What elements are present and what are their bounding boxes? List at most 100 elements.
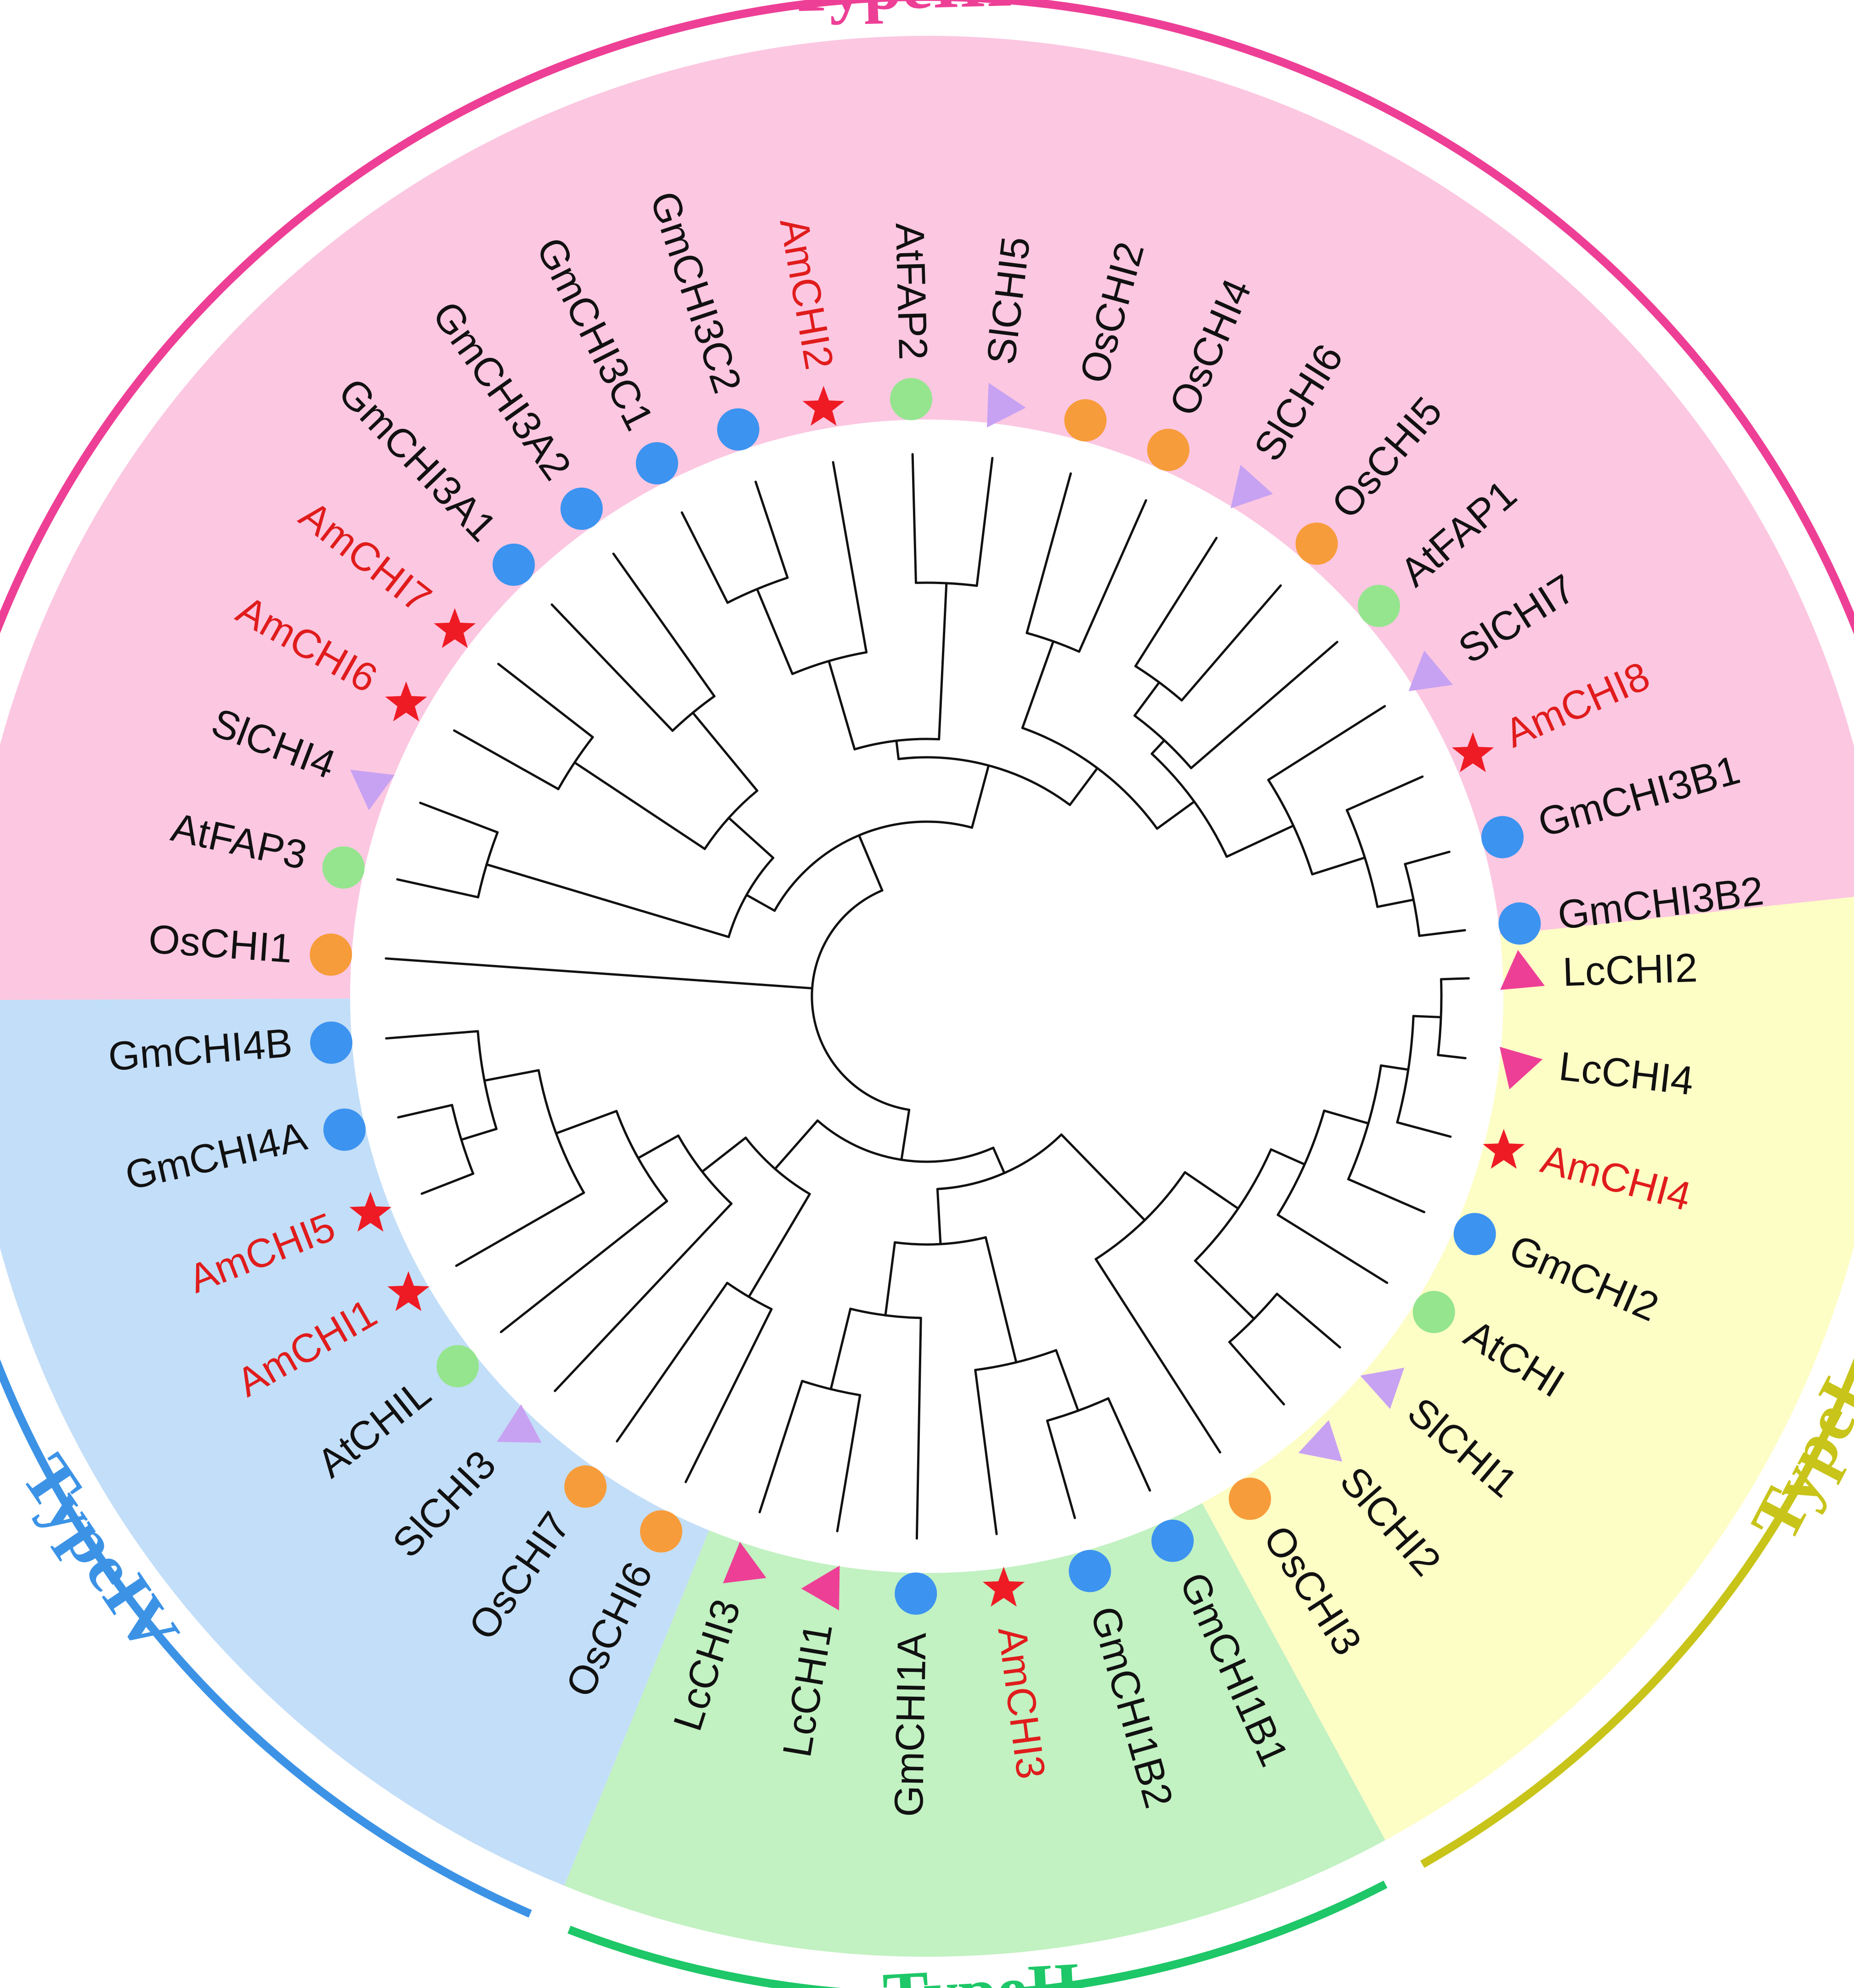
marker-LcCHI4-triangle-icon [1499, 1046, 1543, 1090]
marker-AtFAP3-circle-icon [322, 846, 365, 889]
branch-segment [745, 893, 776, 912]
branch-leaf-LcCHI1 [836, 1394, 862, 1533]
branch-segment [900, 1108, 911, 1161]
branch-leaf-LcCHI4 [1437, 1054, 1467, 1060]
branch-leaf-AtCHIL [499, 1200, 669, 1334]
branch-segment [1376, 898, 1415, 908]
marker-SlCHI4-triangle-icon [350, 769, 395, 811]
branch-leaf-AtCHI [1276, 1214, 1389, 1284]
tree-branch-layer [385, 453, 1470, 1540]
branch-segment [1060, 1133, 1108, 1182]
marker-AtFAP2-circle-icon [890, 378, 932, 420]
branch-leaf-GmCHI4A [397, 1104, 454, 1119]
branch-segment [884, 1241, 896, 1317]
branch-leaf-AtFAP2 [911, 453, 917, 584]
clade-background-type3 [0, 36, 1854, 1000]
group-arc-type3 [0, 0, 1854, 635]
marker-OsCHI6-circle-icon [640, 1510, 682, 1553]
branch-segment [1323, 1109, 1370, 1125]
branch-segment [774, 1119, 819, 1170]
branch-leaf-OsCHI2 [1026, 472, 1072, 634]
marker-GmCHI3B1-circle-icon [1481, 816, 1524, 858]
branch-leaf-AmCHI5 [420, 1172, 475, 1195]
marker-AmCHI2-star-icon [802, 386, 845, 426]
branch-leaf-SlCHI1 [1276, 1292, 1341, 1349]
branch-leaf-SlCHI3 [554, 1202, 733, 1392]
branch-leaf-OsCHI4 [1078, 499, 1147, 653]
clade-background-layer [0, 36, 1854, 1957]
marker-GmCHI3B2-circle-icon [1498, 902, 1541, 945]
branch-leaf-LcCHI3 [758, 1380, 804, 1514]
marker-AtFAP1-circle-icon [1358, 585, 1400, 627]
marker-LcCHI2-triangle-icon [1500, 950, 1545, 990]
marker-GmCHI4B-circle-icon [310, 1021, 352, 1064]
leaf-label-GmCHI1A: GmCHI1A [886, 1632, 935, 1817]
marker-OsCHI3-circle-icon [1229, 1477, 1271, 1520]
marker-LcCHI3-triangle-icon [723, 1542, 766, 1584]
branch-segment [1380, 1064, 1410, 1071]
marker-GmCHI2-circle-icon [1453, 1213, 1496, 1255]
branch-segment [895, 739, 900, 761]
branch-leaf-AmCHI1 [455, 1191, 585, 1267]
branch-segment [970, 764, 990, 829]
marker-AtCHIL-circle-icon [437, 1345, 479, 1387]
branch-leaf-SlCHI6 [1134, 537, 1218, 668]
marker-SlCHI7-triangle-icon [1408, 650, 1453, 692]
branch-segment [756, 588, 794, 675]
group-arc-type2 [567, 1880, 1388, 1988]
marker-OsCHI2-circle-icon [1064, 399, 1107, 442]
branch-segment [748, 1193, 811, 1298]
branch-segment [1055, 1349, 1080, 1412]
marker-GmCHI3C1-circle-icon [635, 442, 678, 485]
marker-SlCHI3-triangle-icon [497, 1404, 542, 1443]
branch-segment [555, 1110, 618, 1135]
marker-SlCHI6-triangle-icon [1230, 465, 1273, 509]
branch-leaf-GmCHI3B2 [1418, 929, 1466, 937]
branch-leaf-GmCHI1B2 [1046, 1420, 1076, 1519]
branch-leaf-OsCHI6 [684, 1308, 773, 1483]
clade-background-type4 [0, 998, 709, 1886]
marker-GmCHI4A-circle-icon [323, 1108, 366, 1151]
branch-leaf-AmCHI7 [497, 663, 594, 738]
marker-OsCHI4-circle-icon [1147, 429, 1190, 471]
branch-leaf-LcCHI2 [1440, 977, 1470, 981]
marker-SlCHI5-triangle-icon [987, 383, 1026, 428]
clade-background-type2 [564, 1503, 1386, 1957]
branch-leaf-AmCHI4 [1396, 1121, 1452, 1138]
marker-GmCHI3A1-circle-icon [493, 543, 535, 586]
clade-background-type1 [1202, 897, 1854, 1840]
branch-segment [938, 582, 948, 741]
branch-segment [1184, 1171, 1240, 1210]
branch-segment [936, 1187, 942, 1245]
branch-segment [637, 1134, 680, 1159]
branch-segment [1194, 1260, 1255, 1320]
branch-leaf-GmCHI1B1 [1107, 1397, 1151, 1492]
branch-leaf-SlCHI7 [1267, 705, 1386, 781]
marker-LcCHI1-triangle-icon [801, 1565, 840, 1611]
marker-AmCHI1-star-icon [387, 1271, 430, 1311]
branch-leaf-OsCHI1 [385, 957, 814, 990]
branch-leaf-AmCHI6 [453, 729, 560, 790]
branch-segment [701, 1136, 747, 1173]
branch-segment [1021, 640, 1055, 729]
leaf-label-LcCHI2: LcCHI2 [1562, 945, 1698, 995]
branch-leaf-GmCHI4B [385, 1030, 479, 1040]
group-label-type3: TypeIII [787, 0, 1014, 27]
branch-segment [460, 1128, 498, 1141]
branch-segment [692, 711, 759, 792]
branch-segment [829, 1307, 852, 1391]
branch-segment [1225, 824, 1295, 858]
marker-SlCHI1-triangle-icon [1360, 1368, 1405, 1409]
branch-leaf-OsCHI7 [616, 1282, 729, 1443]
leaf-label-OsCHI1: OsCHI1 [147, 916, 294, 971]
branch-leaf-GmCHI1A [915, 1317, 922, 1540]
branch-segment [1270, 1148, 1306, 1166]
branch-leaf-AtFAP3 [396, 878, 480, 898]
branch-leaf-AmCHI2 [832, 461, 868, 653]
branch-segment [858, 834, 884, 892]
marker-AtCHI-circle-icon [1412, 1290, 1455, 1333]
branch-segment [1133, 681, 1161, 717]
branch-leaf-SlCHI2 [1228, 1340, 1285, 1406]
